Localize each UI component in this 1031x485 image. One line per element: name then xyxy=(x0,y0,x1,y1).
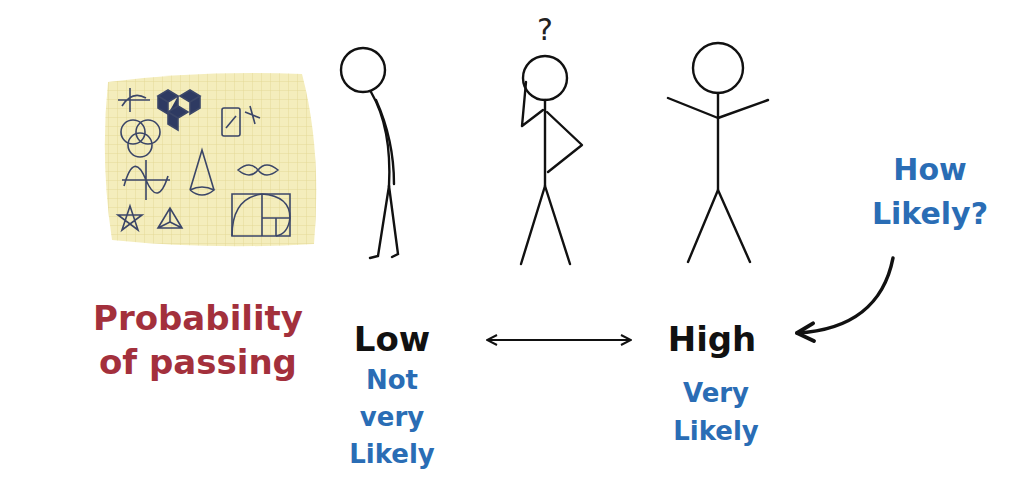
sad-stick-figure xyxy=(371,92,389,186)
question-callout: How Likely? xyxy=(864,148,996,236)
graph-paper xyxy=(105,73,316,246)
math-doodles xyxy=(222,108,240,136)
sad-stick-figure xyxy=(341,48,398,258)
question-mark: ? xyxy=(525,12,565,48)
math-doodles xyxy=(245,106,260,124)
math-doodles xyxy=(232,194,290,236)
sad-stick-figure xyxy=(389,186,398,257)
math-doodles xyxy=(128,133,152,157)
confused-stick-figure xyxy=(547,112,582,172)
math-doodles xyxy=(226,116,236,128)
confused-stick-figure xyxy=(544,100,546,186)
math-doodles xyxy=(118,88,150,112)
low-note: Not very Likely xyxy=(336,362,448,473)
graph-paper xyxy=(105,73,316,246)
math-doodles xyxy=(158,208,182,228)
math-doodles xyxy=(180,90,200,114)
confused-stick-figure xyxy=(521,186,570,264)
confused-stick-figure xyxy=(522,82,543,126)
math-doodles xyxy=(190,150,214,195)
scale-high: High xyxy=(652,318,772,360)
math-doodles xyxy=(232,194,290,236)
confused-stick-figure xyxy=(523,56,567,100)
math-doodles xyxy=(238,165,278,175)
math-doodles xyxy=(122,160,170,200)
high-note: Very Likely xyxy=(660,374,772,450)
graph-paper xyxy=(105,73,316,246)
curved-pointer-arrow xyxy=(797,258,893,333)
happy-stick-figure xyxy=(717,93,719,190)
math-doodles xyxy=(118,88,290,236)
happy-stick-figure xyxy=(668,43,768,262)
sad-stick-figure xyxy=(376,100,394,184)
sad-stick-figure xyxy=(370,186,389,258)
axis-title: Probability of passing xyxy=(73,296,323,384)
math-doodles xyxy=(136,120,160,144)
double-arrow xyxy=(488,339,630,341)
happy-stick-figure xyxy=(693,43,743,93)
happy-stick-figure xyxy=(688,190,750,262)
sad-stick-figure xyxy=(341,48,385,92)
math-doodles xyxy=(168,106,188,130)
happy-stick-figure xyxy=(668,98,768,118)
confused-stick-figure xyxy=(521,56,582,264)
scale-low: Low xyxy=(337,318,447,360)
math-doodles xyxy=(118,206,142,230)
math-doodles xyxy=(121,120,145,144)
